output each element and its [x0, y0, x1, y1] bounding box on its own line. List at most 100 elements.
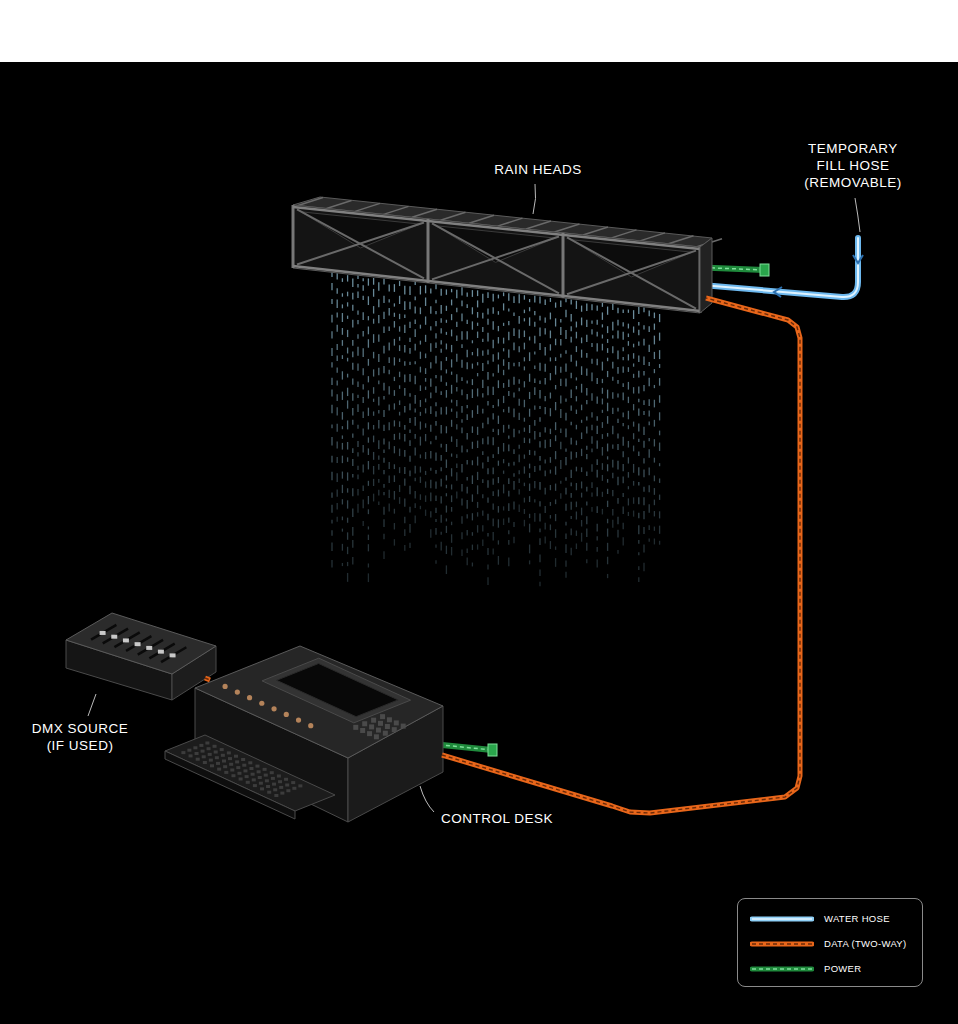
rain-drop: [545, 470, 546, 476]
keyboard-key: [199, 744, 203, 747]
rain-drop: [524, 520, 525, 527]
rain-drop: [441, 467, 442, 471]
rain-drop: [430, 343, 431, 352]
rain-drop: [602, 447, 603, 456]
rain-drop: [659, 333, 660, 341]
rain-drop: [612, 346, 613, 353]
rain-drop: [425, 378, 426, 382]
rain-drop: [545, 506, 546, 513]
rain-drop: [472, 321, 473, 329]
rain-drop: [576, 483, 577, 490]
rain-drop: [487, 349, 488, 354]
truss-chord: [293, 266, 700, 311]
rain-drop: [487, 401, 488, 406]
rain-drop: [612, 520, 613, 528]
rain-drop: [565, 413, 566, 421]
rain-drop: [357, 291, 358, 298]
rain-drop: [602, 303, 603, 307]
rain-drop: [467, 460, 468, 464]
rain-drop: [451, 436, 452, 441]
rain-drop: [435, 386, 436, 392]
rain-drop: [347, 358, 348, 362]
rain-drop: [519, 445, 520, 449]
rain-drop: [337, 394, 338, 401]
rain-drop: [576, 543, 577, 549]
keyboard-key: [284, 778, 288, 781]
rain-drop: [363, 331, 364, 337]
rain-drop: [602, 422, 603, 428]
rain-drop: [435, 495, 436, 501]
keyboard-key: [207, 747, 211, 750]
rain-drop: [607, 529, 608, 537]
rain-drop: [415, 376, 416, 384]
keyboard-key: [234, 755, 238, 758]
rain-drop: [331, 456, 332, 463]
rain-drop: [441, 496, 442, 503]
rain-drop: [607, 557, 608, 565]
rain-drop: [363, 384, 364, 389]
rain-drop: [342, 472, 343, 479]
rain-drop: [404, 375, 405, 383]
rain-drop: [435, 421, 436, 426]
rain-drop: [503, 484, 504, 493]
rain-drop: [597, 332, 598, 337]
rain-drop: [461, 390, 462, 396]
rain-drop: [461, 377, 462, 381]
rain-drop: [529, 473, 530, 478]
rain-drop: [347, 420, 348, 429]
rain-drop: [482, 339, 483, 342]
rain-drop: [519, 362, 520, 367]
rain-drop: [617, 320, 618, 326]
rain-drop: [643, 356, 644, 365]
rain-drop: [565, 350, 566, 354]
rain-drop: [519, 316, 520, 324]
top-band: [0, 0, 958, 62]
rain-drop: [331, 560, 332, 567]
rain-drop: [508, 463, 509, 467]
keyboard-key: [263, 768, 267, 771]
rain-drop: [347, 457, 348, 461]
rain-drop: [420, 437, 421, 446]
rain-drop: [545, 318, 546, 323]
rain-drop: [571, 548, 572, 556]
rain-drop: [638, 566, 639, 570]
rain-drop: [508, 308, 509, 311]
rain-drop: [617, 517, 618, 524]
rain-drop: [337, 325, 338, 332]
rain-drop: [581, 420, 582, 423]
rain-drop: [441, 376, 442, 382]
truss-rung: [498, 218, 523, 226]
rain-drop: [529, 374, 530, 382]
rain-drop: [534, 336, 535, 344]
rain-drop: [477, 485, 478, 494]
rain-drop: [352, 557, 353, 564]
rain-drop: [612, 460, 613, 468]
keyboard-key: [242, 764, 246, 767]
rain-drop: [451, 547, 452, 555]
rain-drop: [565, 298, 566, 302]
rain-drop: [467, 557, 468, 565]
rain-drop: [539, 432, 540, 437]
rain-drop: [409, 338, 410, 342]
rain-drop: [415, 319, 416, 324]
rain-drop: [508, 321, 509, 325]
rain-drop: [493, 321, 494, 329]
rain-drop: [534, 296, 535, 303]
keyboard-key: [236, 766, 240, 769]
rain-drop: [368, 422, 369, 429]
keyboard-key: [278, 780, 282, 783]
rain-drop: [352, 305, 353, 311]
rain-drop: [612, 377, 613, 381]
keypad-key: [353, 725, 358, 730]
rain-drop: [368, 509, 369, 514]
rain-drop: [565, 448, 566, 451]
rain-drop: [409, 393, 410, 397]
rain-drop: [503, 409, 504, 412]
rain-drop: [529, 496, 530, 502]
rain-drop: [498, 416, 499, 424]
flow-arrow: [853, 255, 863, 263]
keyboard-key: [291, 781, 295, 784]
keyboard-key: [279, 786, 283, 789]
desk-knob: [222, 684, 227, 689]
rain-drop: [638, 423, 639, 431]
